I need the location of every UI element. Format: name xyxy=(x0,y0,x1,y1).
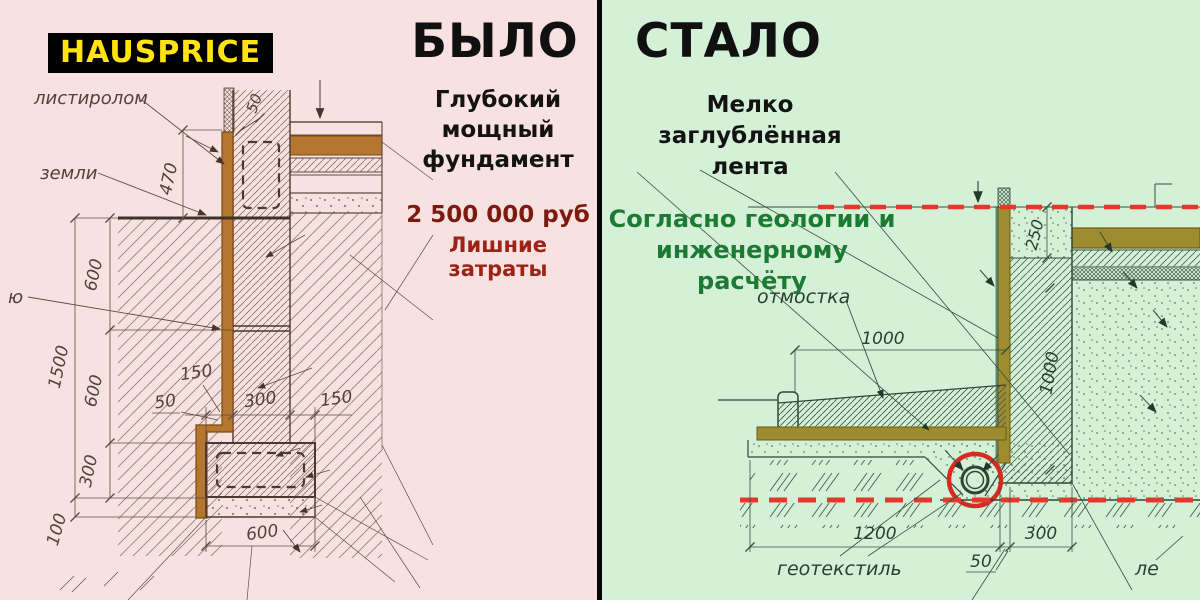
dim-600-lower: 600 xyxy=(81,373,107,409)
dim-300-wall: 300 xyxy=(243,388,278,412)
rebar-cage-footing xyxy=(215,451,306,489)
desc-before: Глубокий мощный фундамент xyxy=(422,87,574,173)
dimension-lines xyxy=(69,112,352,552)
gravel-dots xyxy=(748,207,1200,500)
lean-concrete xyxy=(205,496,316,518)
level-lines xyxy=(740,204,1200,528)
leader-lines xyxy=(636,169,1184,600)
dim-1200: 1200 xyxy=(853,524,896,544)
dim-150-right: 150 xyxy=(319,387,354,411)
floor-plank xyxy=(289,135,383,156)
geology-note: Согласно геологии и инженерному расчёту xyxy=(608,205,896,295)
label-ground: земли xyxy=(40,163,98,184)
dim-50-side: 50 xyxy=(153,391,177,414)
panel-after: отмостка геотекстиль ле 250 1000 1000 12… xyxy=(600,0,1200,600)
dim-100-lean: 100 xyxy=(43,511,71,548)
dim-600-upper: 600 xyxy=(81,257,107,293)
price-value: 2 500 000 руб xyxy=(406,202,590,228)
label-edge-cut: ю xyxy=(8,287,23,308)
dim-300: 300 xyxy=(1025,524,1057,544)
insulation-above-ground xyxy=(223,87,235,133)
floor-plank xyxy=(1071,227,1200,249)
floor-layers xyxy=(1071,183,1200,281)
dim-50-top: 50 xyxy=(243,91,266,115)
blind-area-insulation xyxy=(756,426,1007,441)
rebar-cage-wall xyxy=(241,140,281,210)
dim-300-footing: 300 xyxy=(76,453,102,489)
label-polystyrene: листиролом xyxy=(33,88,148,109)
title-before: БЫЛО xyxy=(411,14,579,69)
title-after: СТАЛО xyxy=(635,14,822,69)
panel-divider xyxy=(597,0,602,600)
dim-50: 50 xyxy=(970,552,992,572)
dim-1500: 1500 xyxy=(45,344,74,390)
brand-label: HAUSPRICE xyxy=(60,35,262,70)
right-technical-drawing: отмостка геотекстиль ле 250 1000 1000 12… xyxy=(636,169,1200,600)
dimension-lines xyxy=(744,201,1078,573)
insulation-above-ground xyxy=(997,187,1011,208)
dim-470: 470 xyxy=(156,161,182,197)
left-technical-drawing: листиролом земли ю 470 50 600 1500 600 3… xyxy=(8,80,434,600)
footing xyxy=(205,442,316,518)
price-note: Лишние затраты xyxy=(448,233,548,281)
brand-badge: HAUSPRICE xyxy=(48,33,274,73)
blind-area xyxy=(718,384,1007,497)
dim-600-footing: 600 xyxy=(245,521,280,545)
leader-lines xyxy=(27,80,434,600)
label-geotextile: геотекстиль xyxy=(777,558,902,580)
floor-layers xyxy=(289,121,383,450)
side-insulation-strip xyxy=(195,131,234,519)
panel-before: листиролом земли ю 470 50 600 1500 600 3… xyxy=(0,0,600,600)
dim-1000-horizontal: 1000 xyxy=(861,329,904,349)
label-blind-area: отмостка xyxy=(757,286,850,308)
dim-150-left: 150 xyxy=(179,361,214,385)
desc-after: Мелко заглублённая лента xyxy=(658,92,842,180)
label-tape-cut: ле xyxy=(1134,558,1159,580)
